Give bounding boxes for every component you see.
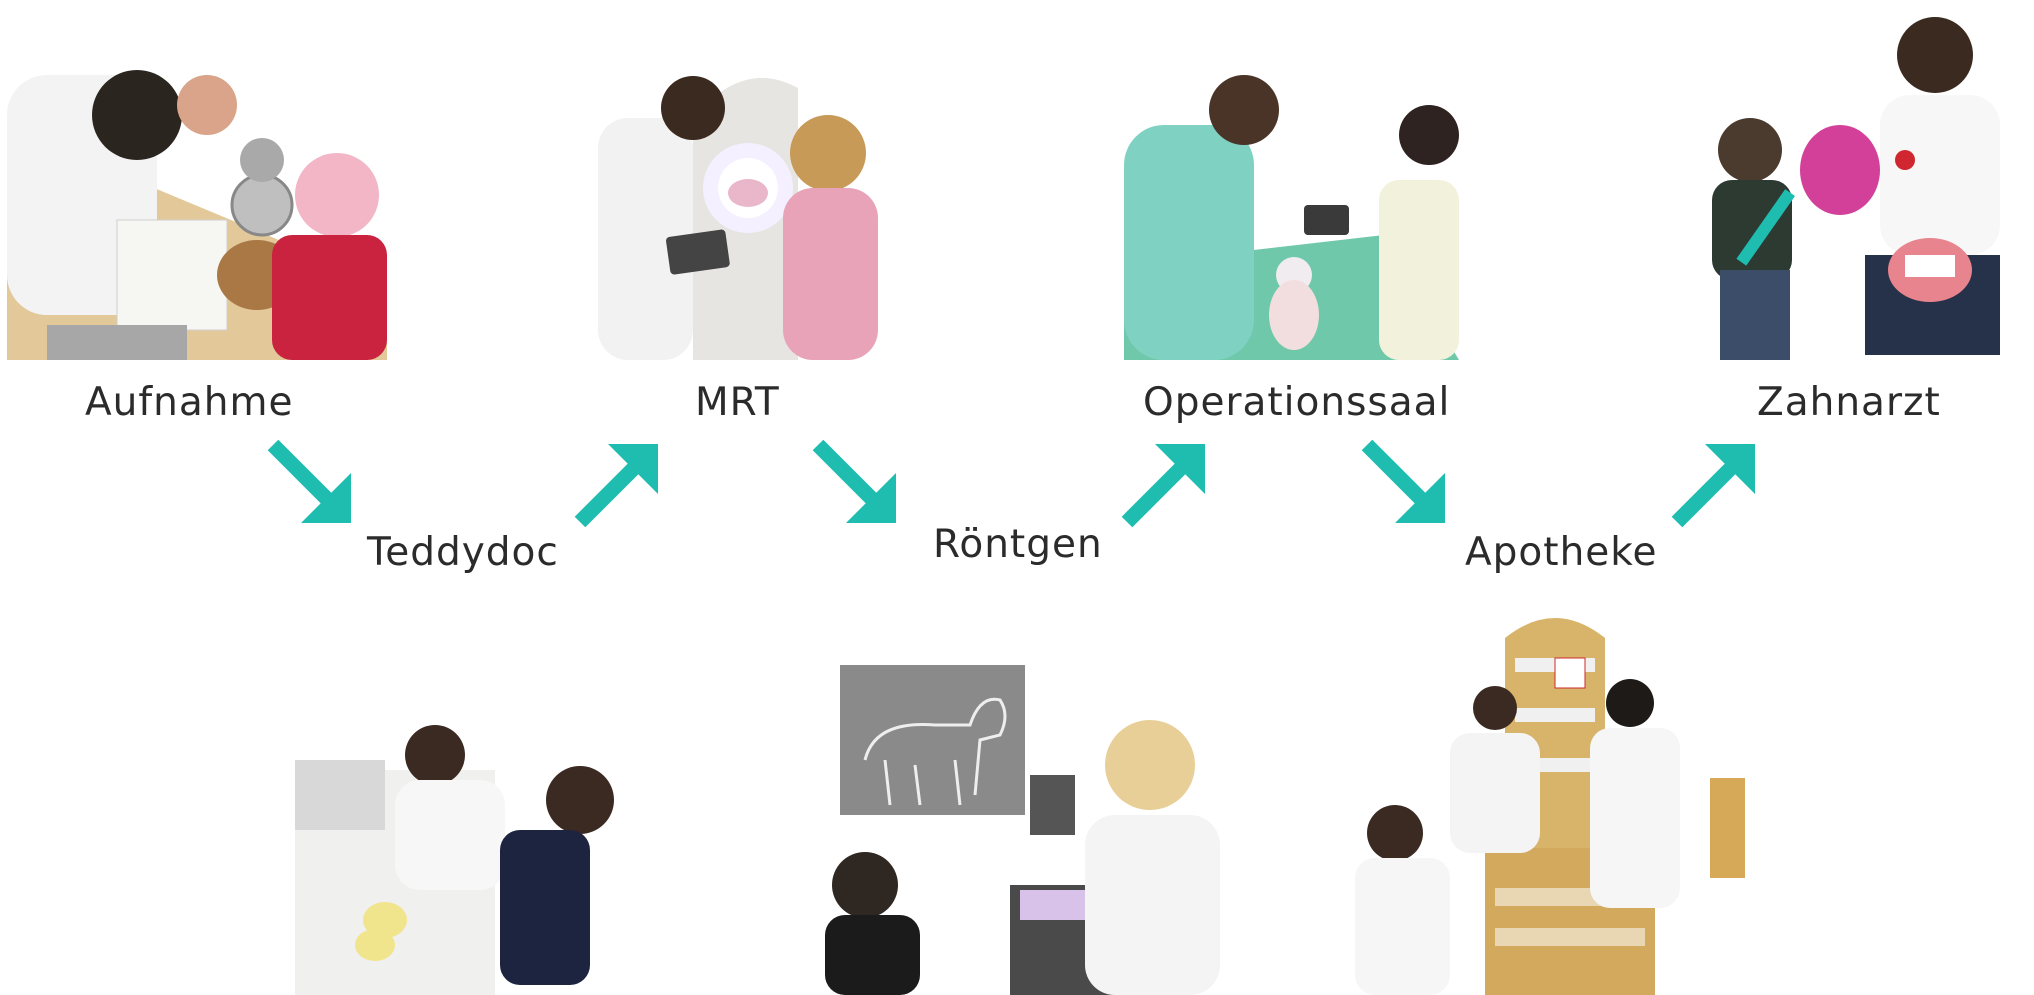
- arrow-down-right-icon: [808, 435, 908, 535]
- arrow-down-right-icon: [1357, 435, 1457, 535]
- operationssaal-photo: [1124, 65, 1459, 360]
- zahnarzt-photo: [1690, 10, 2025, 360]
- label-teddydoc: Teddydoc: [367, 530, 559, 575]
- mrt-photo: [598, 58, 893, 360]
- label-mrt: MRT: [695, 380, 780, 425]
- aufnahme-photo: [7, 35, 387, 360]
- label-operationssaal: Operationssaal: [1143, 380, 1451, 425]
- arrow-up-right-icon: [1667, 432, 1767, 532]
- roentgen-photo: [805, 665, 1220, 995]
- arrow-down-right-icon: [263, 435, 363, 535]
- label-aufnahme: Aufnahme: [85, 380, 294, 425]
- label-zahnarzt: Zahnarzt: [1757, 380, 1941, 425]
- label-roentgen: Röntgen: [933, 522, 1103, 567]
- arrow-up-right-icon: [570, 432, 670, 532]
- teddydoc-photo: [295, 700, 620, 995]
- arrow-up-right-icon: [1117, 432, 1217, 532]
- label-apotheke: Apotheke: [1465, 530, 1658, 575]
- apotheke-photo: [1355, 598, 1765, 995]
